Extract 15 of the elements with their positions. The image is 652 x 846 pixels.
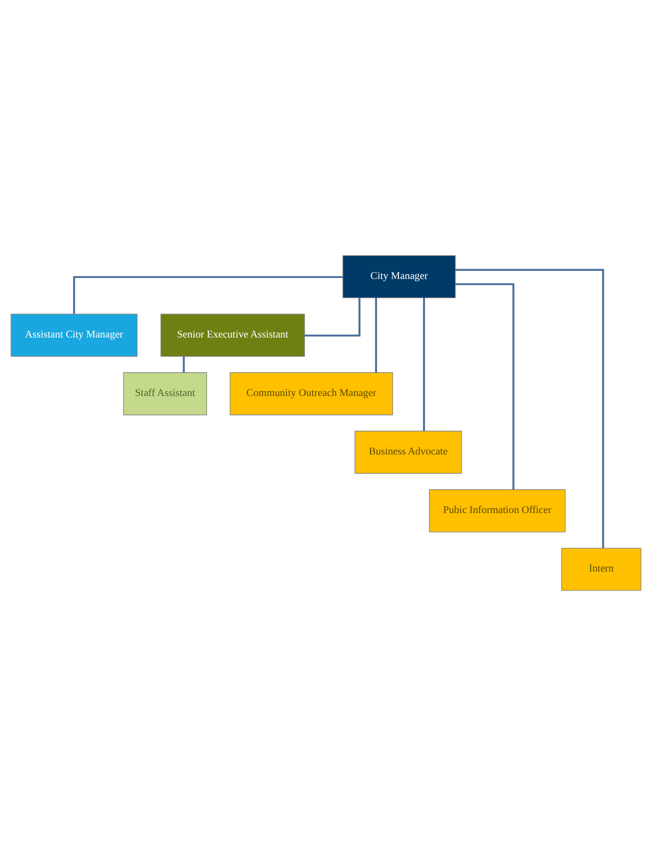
connector [182, 356, 185, 373]
connector [455, 283, 514, 490]
connector [73, 276, 343, 314]
node-box: Staff Assistant [123, 372, 208, 416]
node-box: Business Advocate [354, 430, 462, 474]
connector [455, 268, 604, 548]
connector [423, 298, 425, 431]
node-box: Assistant City Manager [10, 314, 138, 357]
connector [304, 298, 360, 337]
connector [375, 298, 378, 373]
node-box: Community Outreach Manager [230, 372, 393, 416]
node-box: City Manager [342, 255, 456, 298]
node-box: Senior Executive Assistant [160, 314, 305, 357]
node-box: Pubic Information Officer [429, 489, 566, 532]
node-box: Intern [561, 548, 642, 591]
